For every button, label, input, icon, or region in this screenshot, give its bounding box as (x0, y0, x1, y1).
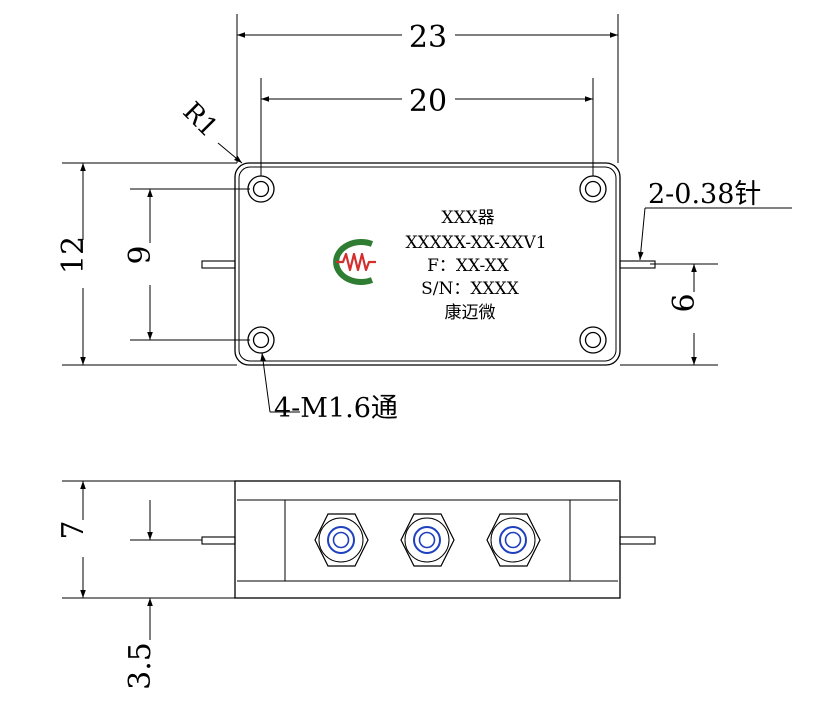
label-line-5: 康迈微 (445, 303, 496, 323)
company-logo (333, 239, 376, 285)
product-label: XXX器 XXXXX-XX-XXV1 F：XX-XX S/N：XXXX 康迈微 (405, 208, 546, 323)
side-left-pin (201, 536, 236, 545)
connector-2 (400, 513, 455, 567)
dim-hole-spacing-height: 9 (123, 245, 158, 264)
top-view-body-inner (238, 166, 617, 362)
callout-pins: 2-0.38针 (648, 179, 761, 210)
side-view-dimensions (62, 480, 235, 640)
mounting-hole-tl (247, 175, 275, 203)
dim-hole-spacing-width: 20 (409, 84, 447, 119)
dim-overall-height: 12 (56, 236, 91, 274)
dim-overall-width: 23 (409, 20, 447, 55)
label-line-1: XXX器 (441, 208, 494, 228)
dim-side-pin-offset: 3.5 (123, 642, 158, 690)
dim-side-height: 7 (56, 520, 91, 539)
top-view-dimensions (62, 14, 792, 413)
label-line-2: XXXXX-XX-XXV1 (405, 233, 546, 253)
connector-1 (314, 513, 369, 567)
mounting-hole-bl (247, 326, 275, 354)
left-pin (201, 260, 236, 269)
label-line-3: F：XX-XX (427, 256, 510, 276)
connector-3 (486, 513, 541, 567)
side-view (201, 480, 656, 599)
dim-corner-radius: R1 (177, 97, 224, 144)
right-pin (619, 260, 656, 269)
side-right-pin (619, 536, 656, 545)
label-line-4: S/N：XXXX (421, 279, 520, 299)
top-view (201, 162, 656, 366)
callout-mounting-holes: 4-M1.6通 (274, 393, 398, 424)
side-view-body (234, 480, 621, 599)
mounting-hole-br (579, 326, 607, 354)
mounting-hole-tr (579, 175, 607, 203)
dim-pin-offset: 6 (667, 293, 702, 312)
